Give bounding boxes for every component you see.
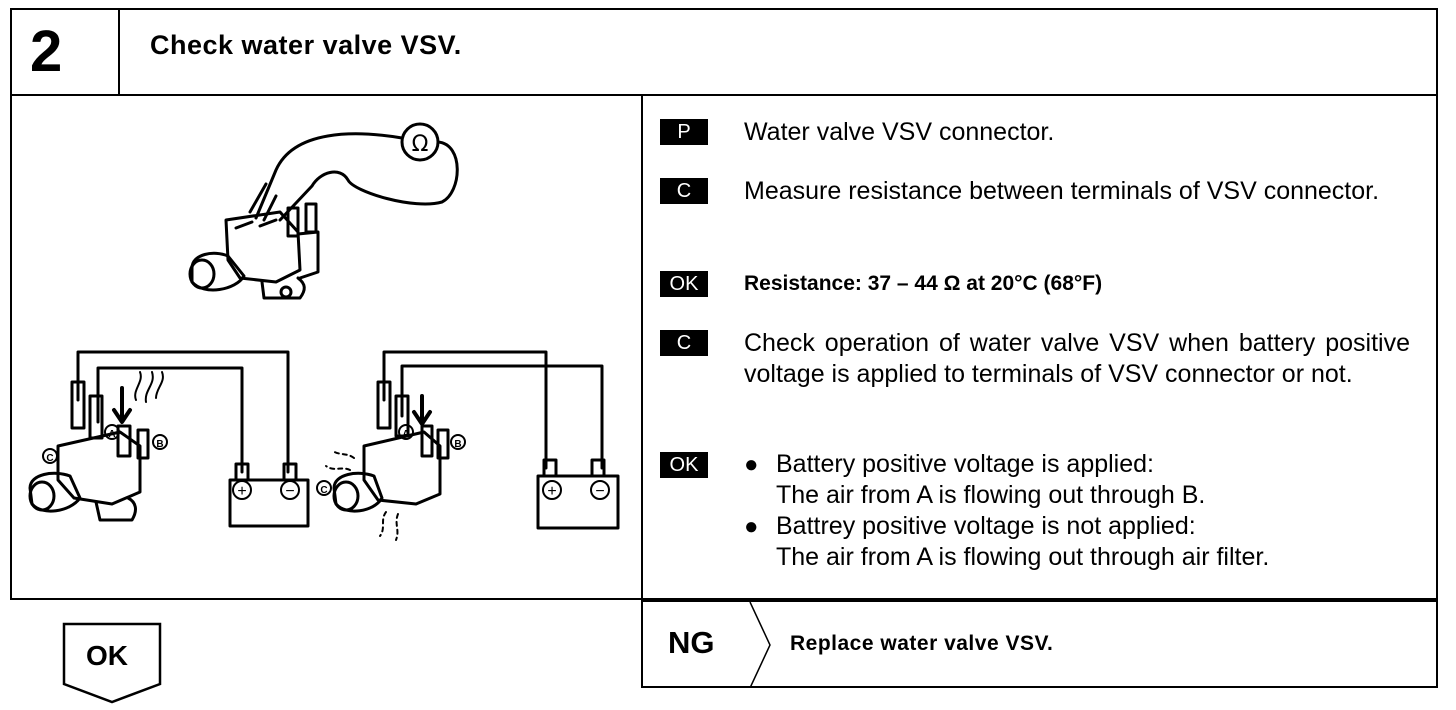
battery-minus: −: [285, 483, 294, 500]
bullet-icon: ●: [744, 513, 759, 540]
vsv-illustration: Ω A B C +: [28, 122, 620, 541]
battery-plus-2: +: [547, 483, 556, 500]
battery-plus: +: [237, 483, 246, 500]
step-number: 2: [30, 19, 63, 84]
chevron-right-icon: [749, 602, 771, 688]
main-panel: [10, 96, 1438, 600]
ohm-symbol: Ω: [412, 132, 429, 157]
header-divider: [118, 8, 120, 96]
tag-ok-2: OK: [660, 452, 708, 478]
voltage-applied-figure: A B C + −: [28, 350, 310, 528]
ohmmeter-test-figure: Ω: [188, 122, 459, 300]
tag-c: C: [660, 178, 708, 204]
bullet-detail: The air from A is flowing out through B.: [776, 481, 1206, 509]
ok-arrow-shape: [62, 622, 162, 704]
step-title: Check water valve VSV.: [150, 30, 462, 60]
battery-icon: [228, 478, 310, 528]
step-text-measure: Measure resistance between terminals of …: [744, 177, 1380, 205]
step-text-operation: Check operation of water valve VSV when …: [744, 329, 1410, 388]
battery-icon-2: [536, 474, 620, 530]
tag-c-2: C: [660, 330, 708, 356]
bullet-head: Battrey positive voltage is not applied:: [776, 512, 1196, 540]
bullet-head: Battery positive voltage is applied:: [776, 450, 1154, 478]
port-a-label-2: A: [402, 429, 409, 440]
ng-box: [641, 600, 1438, 688]
list-item: ● Battrey positive voltage is not applie…: [744, 511, 1424, 573]
list-item: ● Battery positive voltage is applied: T…: [744, 449, 1424, 511]
port-b-label-2: B: [454, 439, 461, 450]
tag-p: P: [660, 119, 708, 145]
port-a-label: A: [108, 429, 115, 440]
ok-label: OK: [86, 640, 128, 671]
ng-label: NG: [668, 625, 715, 660]
bullet-icon: ●: [744, 451, 759, 478]
column-divider: [641, 96, 643, 688]
bullet-detail: The air from A is flowing out through ai…: [776, 543, 1270, 571]
resistance-spec: Resistance: 37 – 44 Ω at 20°C (68°F): [744, 272, 1103, 295]
port-c-label-2: C: [320, 485, 327, 496]
step-header: [10, 8, 1438, 96]
voltage-not-applied-figure: A B C + −: [316, 350, 620, 541]
ng-action-text: Replace water valve VSV.: [790, 632, 1054, 655]
tag-ok: OK: [660, 271, 708, 297]
port-b-label: B: [156, 439, 163, 450]
battery-minus-2: −: [595, 483, 604, 500]
step-text-connector: Water valve VSV connector.: [744, 118, 1055, 146]
port-c-label: C: [46, 453, 53, 464]
